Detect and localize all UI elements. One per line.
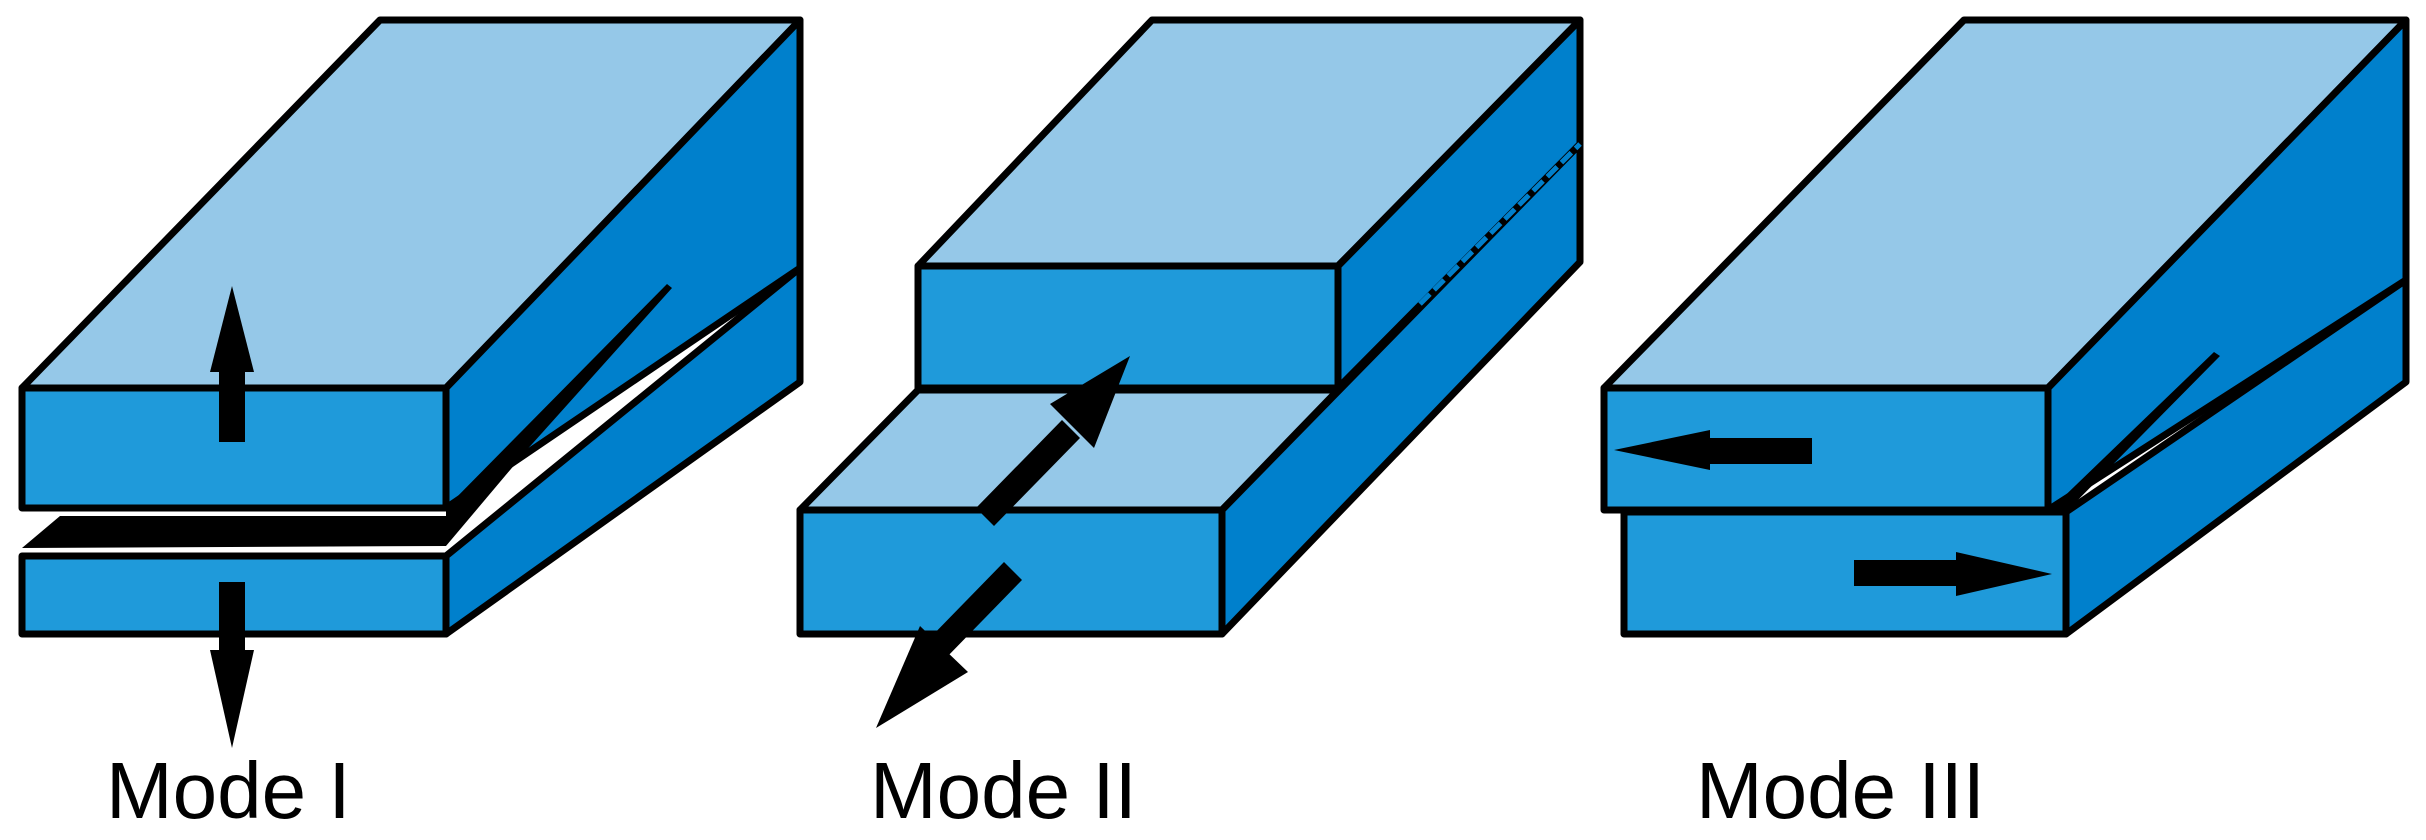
mode-1-arrow-up <box>210 286 254 442</box>
mode-3-arrow-left <box>1614 430 1812 470</box>
mode-2-panel: Mode II <box>796 16 1584 835</box>
mode-1-caption: Mode I <box>106 746 351 835</box>
mode-2-arrow-backward <box>876 562 1022 728</box>
mode-1-arrow-down <box>210 582 254 748</box>
mode-1-crack-gap <box>22 284 667 548</box>
mode-2-crack-front-line <box>1418 142 1582 306</box>
mode-3-panel: Mode III <box>1600 16 2410 835</box>
mode-3-caption: Mode III <box>1696 746 1985 835</box>
mode-2-arrow-forward <box>976 356 1130 526</box>
mode-1-panel: Mode I <box>18 16 804 835</box>
mode-2-caption: Mode II <box>870 746 1137 835</box>
mode-1-crack-front <box>446 284 672 540</box>
mode-2-upper-front-face <box>914 262 1342 392</box>
mode-3-crack-front <box>2048 352 2220 512</box>
mode-3-arrow-right <box>1854 552 2052 596</box>
